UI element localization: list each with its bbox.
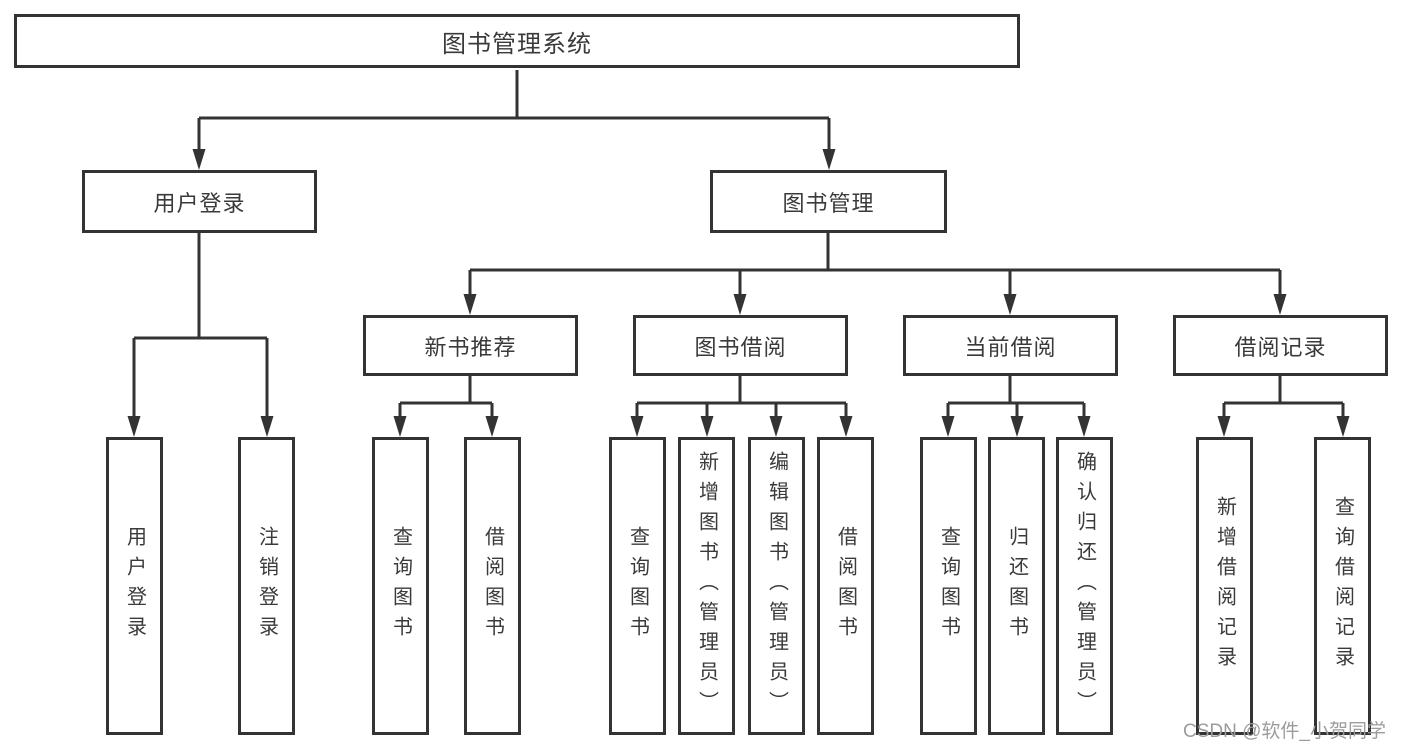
node-library-system-label: 图书管理系统: [442, 30, 592, 58]
leaf-add-borrow-record-label: 新增借阅记录: [1213, 496, 1236, 676]
leaf-return-books-label: 归还图书: [1005, 526, 1028, 646]
csdn-watermark: CSDN @软件_小贺同学: [1183, 721, 1386, 742]
node-new-book-recommend: 新书推荐: [363, 315, 578, 376]
leaf-query-books-borrow: 查询图书: [609, 437, 666, 735]
connector-book-borrow-children: [630, 376, 853, 437]
leaf-query-books-recommend: 查询图书: [372, 437, 429, 735]
node-new-book-recommend-label: 新书推荐: [424, 334, 517, 360]
node-borrow-records: 借阅记录: [1173, 315, 1388, 376]
leaf-confirm-return-admin-label: 确认归还（管理员）: [1073, 451, 1096, 721]
leaf-add-books-admin: 新增图书（管理员）: [678, 437, 735, 735]
leaf-add-books-admin-label: 新增图书（管理员）: [695, 451, 718, 721]
connector-current-borrow-children: [941, 376, 1091, 437]
leaf-return-books: 归还图书: [988, 437, 1045, 735]
leaf-logout-label: 注销登录: [255, 526, 278, 646]
leaf-query-books-borrow-label: 查询图书: [626, 526, 649, 646]
leaf-user-login: 用户登录: [106, 437, 163, 735]
leaf-borrow-books-recommend: 借阅图书: [464, 437, 521, 735]
leaf-edit-books-admin-label: 编辑图书（管理员）: [765, 451, 788, 721]
node-book-management: 图书管理: [710, 170, 947, 233]
node-user-login: 用户登录: [82, 170, 317, 233]
connector-root-to-level2: [192, 70, 836, 170]
connector-borrow-record-children: [1217, 376, 1350, 437]
leaf-add-borrow-record: 新增借阅记录: [1196, 437, 1253, 735]
node-book-borrow-label: 图书借阅: [694, 334, 787, 360]
node-current-borrow: 当前借阅: [903, 315, 1118, 376]
leaf-query-borrow-record-label: 查询借阅记录: [1331, 496, 1354, 676]
leaf-query-books-current-label: 查询图书: [937, 526, 960, 646]
node-book-borrow: 图书借阅: [633, 315, 848, 376]
leaf-edit-books-admin: 编辑图书（管理员）: [748, 437, 805, 735]
node-borrow-records-label: 借阅记录: [1234, 334, 1327, 360]
leaf-borrow-books: 借阅图书: [817, 437, 874, 735]
node-current-borrow-label: 当前借阅: [964, 334, 1057, 360]
node-library-system: 图书管理系统: [14, 14, 1020, 68]
node-book-management-label: 图书管理: [782, 190, 875, 216]
leaf-logout: 注销登录: [238, 437, 295, 735]
leaf-query-books-current: 查询图书: [920, 437, 977, 735]
leaf-query-borrow-record: 查询借阅记录: [1314, 437, 1371, 735]
connector-user-login-children: [127, 233, 274, 437]
leaf-borrow-books-label: 借阅图书: [834, 526, 857, 646]
leaf-user-login-label: 用户登录: [123, 526, 146, 646]
leaf-query-books-recommend-label: 查询图书: [389, 526, 412, 646]
node-user-login-label: 用户登录: [153, 190, 246, 216]
connector-book-mgmt-children: [463, 233, 1287, 315]
connector-new-book-children: [393, 376, 499, 437]
leaf-borrow-books-recommend-label: 借阅图书: [481, 526, 504, 646]
leaf-confirm-return-admin: 确认归还（管理员）: [1056, 437, 1113, 735]
